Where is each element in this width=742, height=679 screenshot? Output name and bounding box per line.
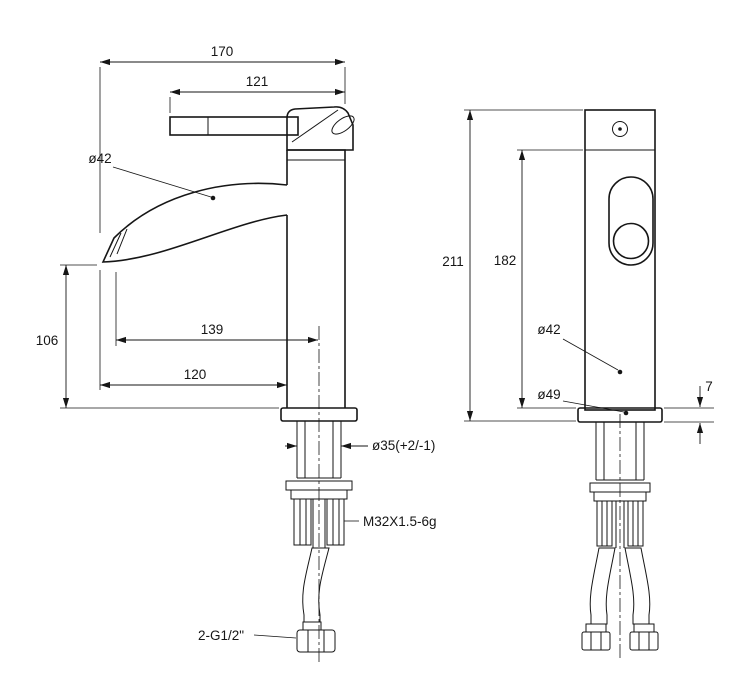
mounting-shank-front	[595, 422, 645, 481]
lever-joint-section	[331, 115, 355, 135]
lever-handle	[169, 116, 299, 136]
leader-dot	[210, 195, 216, 201]
dim-text-hole-dia: ø35(+2/-1)	[372, 438, 435, 453]
hose-collar-left	[585, 623, 607, 633]
hose-collar-side	[302, 621, 322, 631]
dim-text-106: 106	[36, 333, 59, 348]
hose-hex-nut-side	[296, 629, 336, 653]
leader-dot	[623, 410, 629, 416]
hex-facets-side	[307, 630, 325, 652]
dim-text-thread: M32X1.5-6g	[363, 514, 437, 529]
leader-line	[562, 400, 625, 413]
leader-line	[562, 338, 619, 371]
dim-text-170: 170	[211, 44, 234, 59]
clamp-prong-front-left	[596, 500, 613, 547]
dim-text-dia49: ø49	[537, 387, 560, 402]
faucet-body-front	[584, 109, 656, 411]
hose-hex-nut-right	[629, 631, 659, 651]
hose-collar-right	[633, 623, 655, 633]
dim-text-dia42-front: ø42	[537, 322, 560, 337]
handle-recess	[608, 176, 654, 266]
faucet-body-side	[286, 149, 346, 408]
clamp-prong-right	[326, 498, 345, 546]
spout	[101, 182, 288, 263]
knurled-grip	[169, 116, 209, 136]
dim-text-inlet: 2-G1/2"	[198, 628, 244, 643]
handle-knob-circle	[612, 222, 650, 260]
dimensions-side: 170 121 ø42 106 139 120 ø35(+2/-1) M32X1…	[36, 44, 437, 643]
mounting-shank-side	[296, 421, 342, 479]
dim-text-7: 7	[705, 379, 713, 394]
leader-dot	[617, 369, 623, 375]
dim-text-dia42-side: ø42	[88, 151, 111, 166]
dim-text-120: 120	[184, 367, 207, 382]
dim-text-211: 211	[442, 254, 464, 269]
hex-facets-right	[638, 632, 650, 650]
aerator-rings	[109, 228, 128, 258]
leader-line	[253, 634, 297, 639]
cartridge-head	[286, 106, 354, 151]
clamp-prong-left	[293, 498, 312, 546]
dimensions-front: 211 182 ø42 ø49 7	[442, 109, 714, 444]
supply-hose-right	[624, 547, 651, 625]
head-chamfer-line	[291, 109, 339, 143]
clamp-prong-front-right	[627, 500, 644, 547]
hose-hex-nut-left	[581, 631, 611, 651]
supply-hose-side	[302, 547, 330, 623]
top-plug-dot	[618, 127, 622, 131]
dim-text-182: 182	[494, 253, 517, 268]
dim-text-121: 121	[246, 74, 269, 89]
leader-line	[112, 166, 212, 198]
shank-detail-lines-front	[601, 501, 639, 548]
front-view	[577, 109, 663, 660]
shank-detail-lines	[299, 499, 340, 548]
hex-facets-left	[590, 632, 602, 650]
supply-hose-left	[589, 547, 616, 625]
side-view	[101, 106, 358, 662]
top-plug-circle	[612, 121, 628, 137]
dim-text-139: 139	[201, 322, 224, 337]
